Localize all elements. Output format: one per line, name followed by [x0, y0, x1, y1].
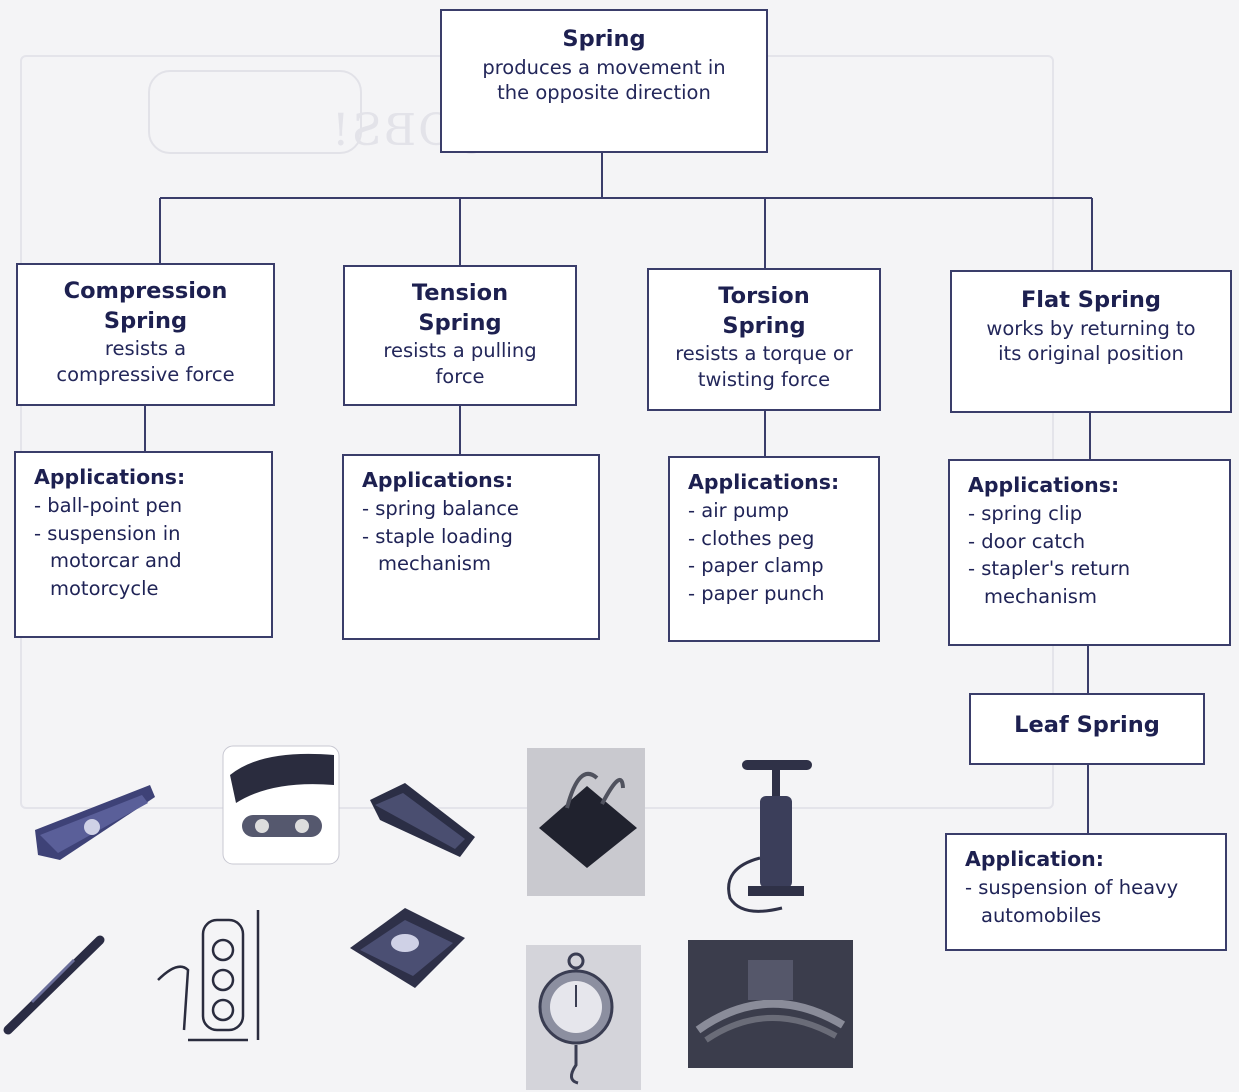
- list-item: door catch: [968, 528, 1229, 556]
- list-item: spring clip: [968, 500, 1229, 528]
- torsion-spring-desc-line1: resists a torque or: [675, 342, 853, 366]
- leaf-spring-suspension-image: [688, 940, 853, 1068]
- list-item: stapler's return mechanism: [968, 555, 1229, 610]
- tension-applications-box: Applications: spring balance staple load…: [342, 454, 600, 640]
- applications-heading: Applications:: [968, 473, 1120, 497]
- application-heading: Application:: [965, 847, 1104, 871]
- compression-spring-box: Compression Spring resists a compressive…: [16, 263, 275, 406]
- applications-heading: Applications:: [34, 465, 186, 489]
- compression-applications-box: Applications: ball-point pen suspension …: [14, 451, 273, 638]
- tension-spring-desc-line1: resists a pulling: [383, 339, 537, 363]
- flat-spring-box: Flat Spring works by returning to its or…: [950, 270, 1232, 413]
- list-item: spring balance: [362, 495, 598, 523]
- list-item: paper clamp: [688, 552, 878, 580]
- compression-spring-title-line2: Spring: [103, 307, 188, 334]
- leaf-application-box: Application: suspension of heavy automob…: [945, 833, 1227, 951]
- applications-heading: Applications:: [688, 470, 840, 494]
- tension-spring-title-line1: Tension: [411, 280, 509, 306]
- paper-punch-image: [350, 908, 465, 988]
- tension-spring-title-line2: Spring: [418, 309, 502, 336]
- list-item: ball-point pen: [34, 492, 271, 520]
- list-item: suspension of heavy automobiles: [965, 874, 1225, 929]
- torsion-applications-box: Applications: air pump clothes peg paper…: [668, 456, 880, 642]
- compression-spring-desc-line2: compressive force: [56, 363, 235, 387]
- list-item: air pump: [688, 497, 878, 525]
- spring-balance-image: [526, 945, 641, 1090]
- flat-spring-title: Flat Spring: [1020, 287, 1162, 313]
- spring-root-box: Spring produces a movement in the opposi…: [440, 9, 768, 153]
- list-item: paper punch: [688, 580, 878, 608]
- flat-spring-desc-line1: works by returning to: [986, 316, 1196, 340]
- leaf-spring-title: Leaf Spring: [1014, 712, 1160, 738]
- door-catch-image: [222, 745, 340, 865]
- tension-spring-desc-line2: force: [435, 365, 485, 389]
- stapler-image: [370, 783, 475, 857]
- torsion-spring-box: Torsion Spring resists a torque or twist…: [647, 268, 881, 411]
- spring-desc-line1: produces a movement in: [482, 55, 726, 79]
- flat-applications-box: Applications: spring clip door catch sta…: [948, 459, 1231, 646]
- torsion-spring-title-line2: Spring: [722, 312, 806, 339]
- clothes-peg-image: [35, 785, 155, 860]
- applications-heading: Applications:: [362, 468, 514, 492]
- torsion-spring-title-line1: Torsion: [718, 283, 810, 309]
- compression-spring-desc-line1: resists a: [104, 337, 187, 361]
- spring-desc-line2: the opposite direction: [497, 81, 711, 105]
- background-banner-ghost: [148, 70, 362, 154]
- list-item: clothes peg: [688, 525, 878, 553]
- spring-clip-image: [157, 910, 260, 1042]
- list-item: suspension in motorcar and motorcycle: [34, 520, 271, 603]
- compression-spring-title-line1: Compression: [63, 278, 228, 304]
- air-pump-image: [727, 760, 812, 913]
- list-item: staple loading mechanism: [362, 523, 598, 578]
- ball-point-pen-image: [3, 935, 105, 1035]
- torsion-spring-desc-line2: twisting force: [697, 368, 831, 392]
- spring-title: Spring: [562, 26, 646, 52]
- paper-clamp-image: [527, 748, 645, 896]
- tension-spring-box: Tension Spring resists a pulling force: [343, 265, 577, 406]
- flat-spring-desc-line2: its original position: [998, 342, 1184, 366]
- leaf-spring-box: Leaf Spring: [969, 693, 1205, 765]
